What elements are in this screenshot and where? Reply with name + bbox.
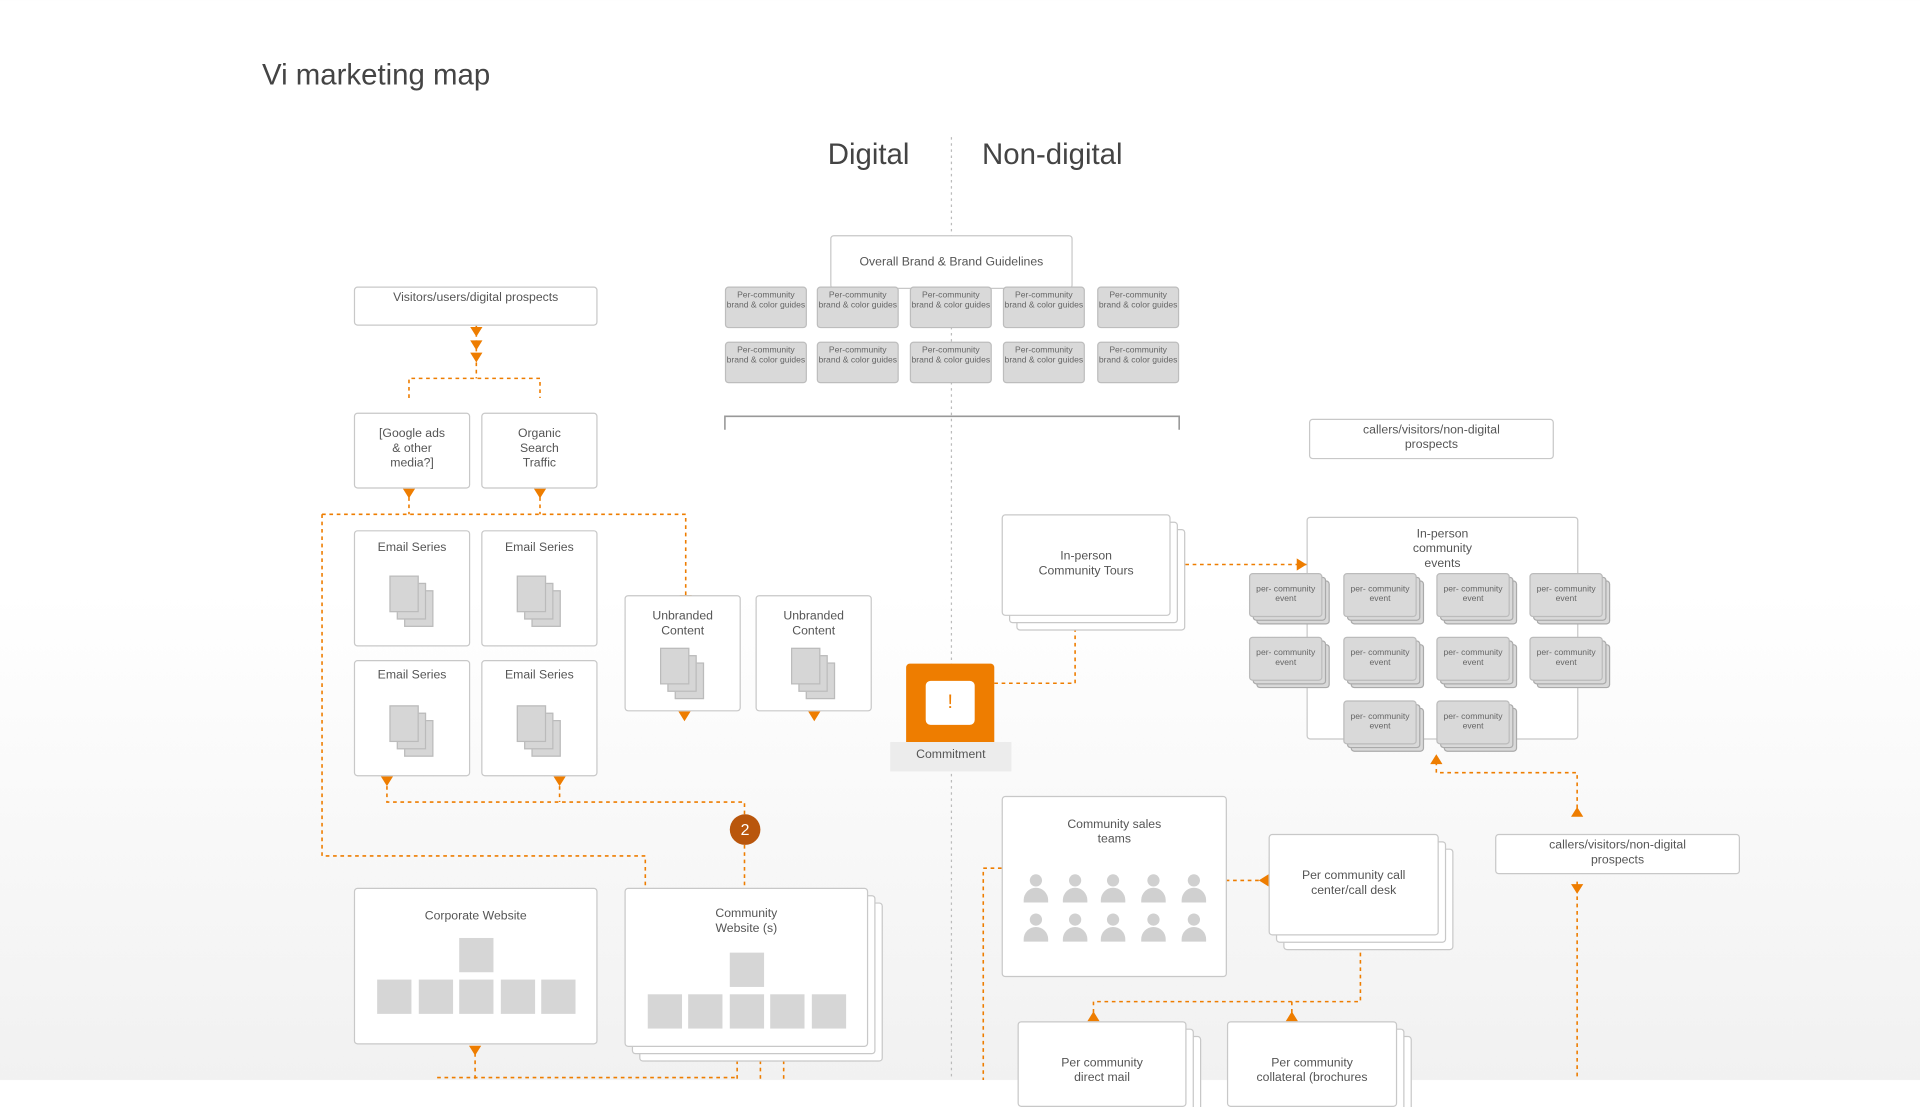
- marketing-map-canvas: Vi marketing map Digital Non-digital: [262, 58, 1741, 1107]
- unbranded-content-box: Unbranded Content: [624, 595, 741, 712]
- direct-mail-box: Per community direct mail: [1017, 1021, 1187, 1107]
- document-stack-icon: [791, 647, 840, 702]
- person-icon: [1100, 874, 1127, 903]
- brand-guide-card: Per-community brand & color guides: [724, 286, 807, 329]
- brand-guidelines-box: Overall Brand & Brand Guidelines: [830, 235, 1073, 289]
- document-stack-icon: [516, 705, 566, 759]
- person-icon: [1100, 913, 1127, 942]
- brand-guide-card: Per-community brand & color guides: [909, 286, 992, 329]
- digital-prospects-box: Visitors/users/digital prospects: [353, 286, 598, 326]
- email-series-box: Email Series: [481, 530, 598, 647]
- connectors: [321, 137, 1584, 1081]
- email-series-box: Email Series: [353, 530, 471, 647]
- page-title: Vi marketing map: [262, 58, 491, 92]
- document-stack-icon: [389, 705, 438, 759]
- person-icon: [1022, 874, 1049, 903]
- non-digital-prospects-box-2: callers/visitors/non-digital prospects: [1495, 833, 1741, 875]
- document-stack-icon: [516, 575, 566, 630]
- person-icon: [1062, 913, 1089, 942]
- community-website-box: Community Website (s): [624, 887, 869, 1047]
- sales-teams-label: Community sales teams: [1067, 817, 1162, 847]
- document-stack-icon: [660, 647, 709, 702]
- community-event-card: per- community event: [1436, 700, 1510, 745]
- organic-search-box: Organic Search Traffic: [481, 412, 598, 489]
- email-series-label: Email Series: [505, 668, 574, 683]
- commitment-label: Commitment: [890, 742, 1012, 772]
- brand-guide-card: Per-community brand & color guides: [816, 341, 899, 384]
- person-icon: [1140, 874, 1167, 903]
- person-icon: [1140, 913, 1167, 942]
- brand-guide-card: Per-community brand & color guides: [1002, 341, 1085, 384]
- brand-guide-card: Per-community brand & color guides: [909, 341, 992, 384]
- person-icon: [1180, 913, 1207, 942]
- community-event-card: per- community event: [1529, 636, 1603, 681]
- community-event-card: per- community event: [1248, 636, 1323, 681]
- email-series-box: Email Series: [353, 660, 471, 777]
- google-ads-box: [Google ads & other media?]: [353, 412, 471, 489]
- email-series-label: Email Series: [505, 541, 574, 555]
- brand-guide-card: Per-community brand & color guides: [1097, 286, 1180, 329]
- community-event-card: per- community event: [1436, 636, 1510, 681]
- community-tours-box: In-person Community Tours: [1001, 514, 1171, 616]
- email-series-label: Email Series: [377, 541, 447, 555]
- call-center-box: Per community call center/call desk: [1268, 833, 1439, 936]
- email-series-label: Email Series: [377, 668, 447, 683]
- bracket: [724, 415, 1180, 430]
- section-digital: Digital: [827, 138, 910, 172]
- person-icon: [1022, 913, 1049, 942]
- exclamation-icon: !: [925, 680, 975, 725]
- collateral-box: Per community collateral (brochures: [1226, 1021, 1398, 1107]
- person-icon: [1180, 874, 1207, 903]
- brand-guide-card: Per-community brand & color guides: [1002, 286, 1085, 329]
- email-series-box: Email Series: [481, 660, 598, 777]
- brand-guide-card: Per-community brand & color guides: [1097, 341, 1180, 384]
- community-event-card: per- community event: [1529, 573, 1603, 618]
- community-website-label: Community Website (s): [715, 907, 778, 936]
- document-stack-icon: [389, 575, 438, 630]
- community-event-card: per- community event: [1248, 573, 1323, 618]
- community-event-card: per- community event: [1343, 573, 1417, 618]
- unbranded-content-label: Unbranded Content: [783, 609, 844, 638]
- community-event-card: per- community event: [1436, 573, 1510, 618]
- brand-guide-card: Per-community brand & color guides: [724, 341, 807, 384]
- community-event-card: per- community event: [1343, 636, 1417, 681]
- brand-guide-card: Per-community brand & color guides: [816, 286, 899, 329]
- community-event-card: per- community event: [1343, 700, 1417, 745]
- unbranded-content-label: Unbranded Content: [652, 609, 713, 638]
- person-icon: [1062, 874, 1089, 903]
- corporate-website-box: Corporate Website: [353, 887, 598, 1045]
- step-badge: 2: [729, 814, 761, 845]
- corporate-website-label: Corporate Website: [424, 909, 527, 924]
- sales-teams-box: Community sales teams: [1001, 795, 1227, 978]
- unbranded-content-box: Unbranded Content: [755, 595, 872, 712]
- non-digital-prospects-box: callers/visitors/non-digital prospects: [1308, 418, 1554, 460]
- section-non-digital: Non-digital: [982, 138, 1123, 172]
- commitment-node: !: [906, 663, 995, 743]
